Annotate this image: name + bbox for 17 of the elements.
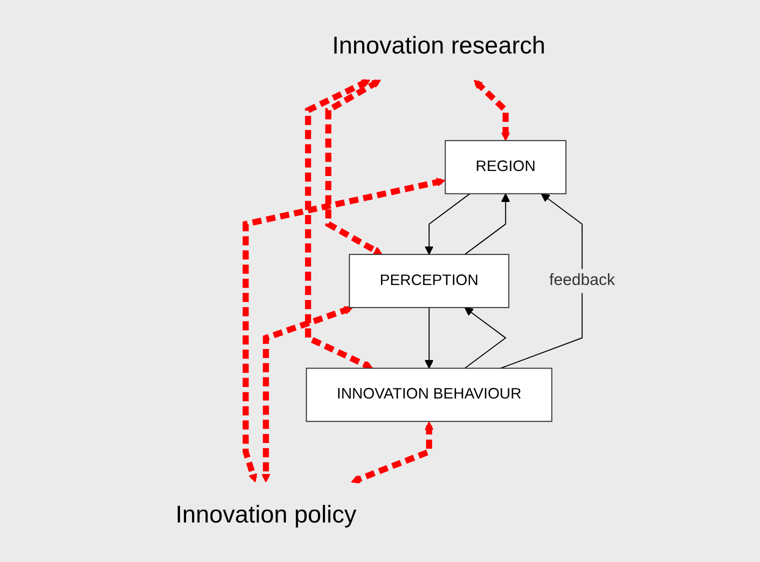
arrow <box>464 193 510 255</box>
edge-label: feedback <box>549 272 615 290</box>
node-text: Innovation policy <box>175 501 356 529</box>
arrow <box>424 308 434 369</box>
arrow <box>350 421 434 484</box>
node-box: REGION <box>444 140 566 194</box>
arrow <box>424 193 470 255</box>
arrow <box>500 193 583 369</box>
arrow <box>305 78 373 370</box>
arrow <box>325 79 382 256</box>
node-box: INNOVATION BEHAVIOUR <box>306 368 552 422</box>
node-box: PERCEPTION <box>348 254 510 308</box>
arrow <box>242 178 446 482</box>
node-text: Innovation research <box>332 32 546 60</box>
arrow <box>474 80 510 141</box>
arrow <box>464 307 506 369</box>
arrow <box>261 306 353 482</box>
